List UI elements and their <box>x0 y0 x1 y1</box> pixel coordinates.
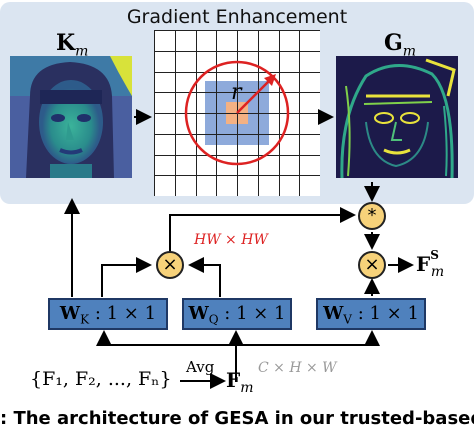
wq-rest: : 1 × 1 <box>224 303 286 324</box>
gradient-face-image <box>336 56 458 178</box>
wk-sub: K <box>80 312 90 327</box>
input-features-label: {F₁, F₂, ..., Fₙ} <box>30 368 172 390</box>
fm-label-sub: m <box>240 380 254 396</box>
hwhw-label: HW × HW <box>194 232 268 248</box>
wq-conv-box: WQ : 1 × 1 <box>182 298 292 330</box>
k-label: Km <box>56 30 88 59</box>
fm-label: Fm <box>226 368 253 396</box>
wv-rest: : 1 × 1 <box>357 303 419 324</box>
wk-main: W <box>59 303 81 324</box>
wq-main: W <box>188 303 209 324</box>
output-multiply-operator: × <box>358 251 386 279</box>
output-label: FSm <box>416 248 445 280</box>
output-label-main: F <box>416 252 431 276</box>
fm-label-main: F <box>226 368 241 392</box>
avg-label: Avg <box>186 358 215 376</box>
g-label-sub: m <box>402 43 417 60</box>
chw-label: C × H × W <box>258 360 337 376</box>
wv-sub: V <box>343 312 352 327</box>
radius-label: r <box>231 80 242 105</box>
convolution-operator: * <box>358 202 386 230</box>
attention-multiply-operator: × <box>156 251 184 279</box>
wk-rest: : 1 × 1 <box>94 303 157 324</box>
k-label-sub: m <box>75 43 89 60</box>
panel-title: Gradient Enhancement <box>126 6 348 28</box>
wv-conv-box: WV : 1 × 1 <box>316 298 426 330</box>
kernel-grid <box>154 30 320 196</box>
wk-conv-box: WK : 1 × 1 <box>48 298 168 330</box>
wq-sub: Q <box>208 312 219 327</box>
g-label-main: G <box>384 30 403 56</box>
output-label-sub: m <box>430 264 445 280</box>
input-face-image <box>10 56 132 178</box>
caption-fragment: : The architecture of GESA in our truste… <box>0 408 474 426</box>
output-label-sup: S <box>430 248 439 263</box>
k-label-main: K <box>56 30 76 56</box>
wv-main: W <box>323 303 344 324</box>
g-label: Gm <box>384 30 416 59</box>
